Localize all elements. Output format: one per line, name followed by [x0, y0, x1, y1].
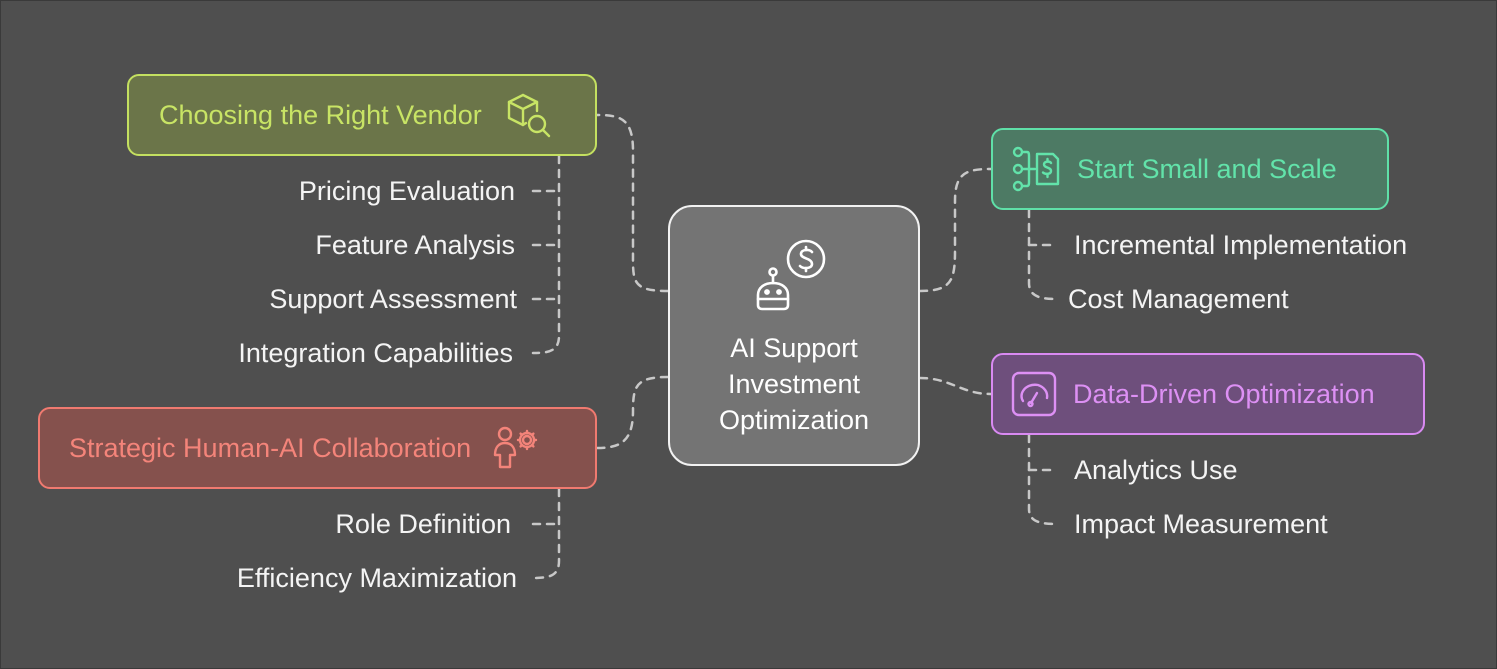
center-title: AI Support Investment Optimization [718, 333, 870, 435]
data-item-1: Analytics Use [1074, 455, 1238, 485]
vendor-item-2: Feature Analysis [315, 230, 515, 260]
connector-strategic-spine [531, 487, 561, 580]
branch-start-title: Start Small and Scale [1077, 153, 1337, 184]
flow-dollar-icon [1011, 146, 1061, 192]
branch-strategic-title: Strategic Human-AI Collaboration [69, 432, 472, 463]
connector-center-start [918, 167, 993, 293]
connector-center-data [918, 376, 993, 396]
box-search-icon [504, 91, 552, 139]
start-item-2: Cost Management [1068, 284, 1289, 314]
connector-vendor-spine [531, 154, 561, 355]
strategic-item-2: Efficiency Maximization [236, 563, 517, 593]
branch-vendor-title: Choosing the Right Vendor [159, 99, 482, 130]
vendor-item-1: Pricing Evaluation [298, 176, 515, 206]
connector-center-vendor [595, 113, 670, 293]
branch-start-small: Start Small and Scale [991, 128, 1389, 210]
branch-strategic-collaboration: Strategic Human-AI Collaboration [38, 407, 597, 489]
branch-data-driven: Data-Driven Optimization [991, 353, 1425, 435]
gauge-icon [1011, 371, 1057, 417]
branch-choosing-vendor: Choosing the Right Vendor [127, 74, 597, 156]
branch-data-title: Data-Driven Optimization [1073, 378, 1375, 409]
connector-center-strategic [595, 375, 670, 450]
person-gear-icon [491, 423, 541, 473]
robot-dollar-icon [754, 239, 834, 324]
connector-data-spine [1027, 433, 1059, 526]
strategic-item-1: Role Definition [335, 509, 511, 539]
center-node: AI Support Investment Optimization [668, 205, 920, 466]
data-item-2: Impact Measurement [1074, 509, 1328, 539]
vendor-item-3: Support Assessment [269, 284, 517, 314]
connector-start-spine [1027, 208, 1059, 301]
vendor-item-4: Integration Capabilities [238, 338, 513, 368]
start-item-1: Incremental Implementation [1074, 230, 1408, 260]
